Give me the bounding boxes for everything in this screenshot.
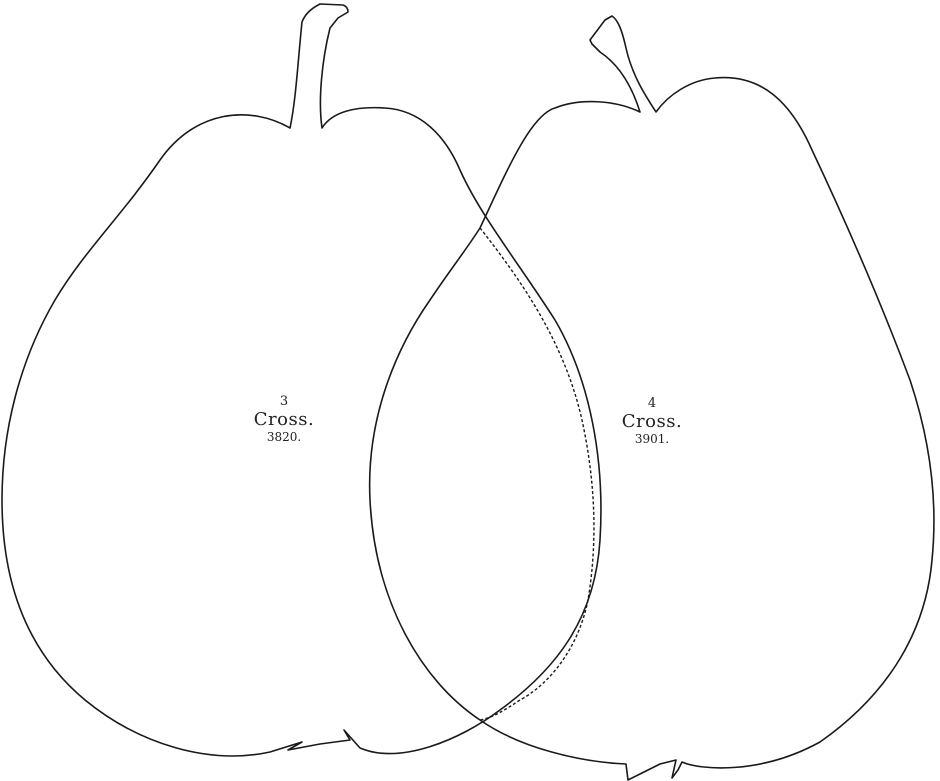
pear-3-label: 3 Cross. 3820.: [244, 394, 324, 444]
pear-3-number: 3: [244, 394, 324, 409]
pear-3-code: 3820.: [244, 430, 324, 444]
pear-4-number: 4: [612, 396, 692, 411]
pear-4-name: Cross.: [612, 411, 692, 432]
pear-3-outline: [2, 4, 601, 756]
pear-3-name: Cross.: [244, 409, 324, 430]
hidden-edge-dashed: [480, 228, 594, 720]
pear-4-label: 4 Cross. 3901.: [612, 396, 692, 446]
pear-4-code: 3901.: [612, 432, 692, 446]
